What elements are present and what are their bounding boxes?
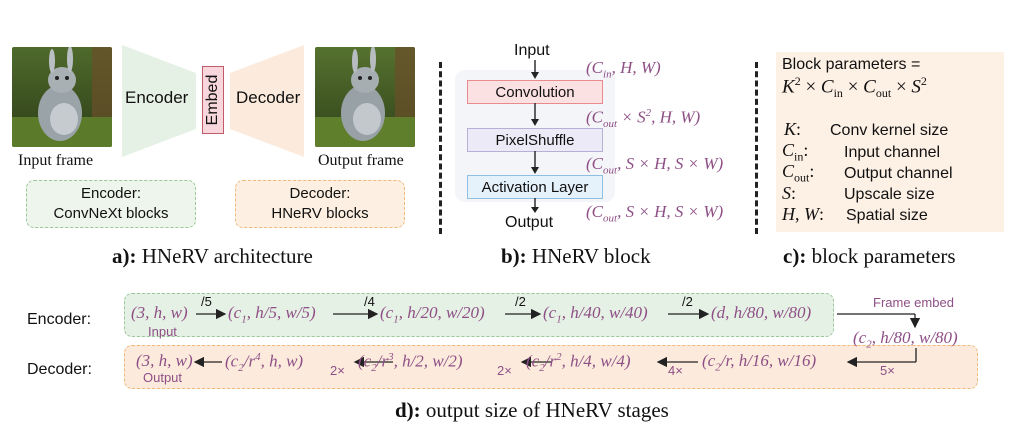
- size-after-activation: (Cout, S × H, S × W): [586, 202, 724, 225]
- stage-arrows: [193, 308, 921, 368]
- input-note: Input: [148, 324, 177, 339]
- divider-ab: [439, 62, 442, 234]
- dec-stage-2: (c2/r2, h/4, w/4): [526, 351, 631, 375]
- param-symbol-cout: Cout:: [782, 161, 815, 185]
- param-symbol-s: S:: [782, 183, 797, 203]
- panel-b-caption-bold: b):: [501, 244, 527, 268]
- encoder-trapezoid: [122, 45, 196, 157]
- panel-c-caption-bold: c):: [783, 244, 807, 268]
- param-symbol-cin: Cin:: [782, 140, 809, 164]
- panel-d-caption: d): output size of HNeRV stages: [395, 398, 669, 423]
- divider-bc: [755, 62, 758, 234]
- embed-block: Embed: [202, 66, 224, 134]
- param-desc-cin: Input channel: [844, 144, 941, 161]
- decoder-trapezoid: [230, 45, 304, 157]
- convolution-label: Convolution: [495, 83, 575, 101]
- encoder-label: Encoder: [125, 88, 189, 107]
- dec-op-1: 5×: [880, 363, 895, 378]
- input-frame-image: [12, 47, 112, 147]
- panel-c-caption-text: block parameters: [806, 244, 956, 268]
- parameters-title: Block parameters =: [782, 56, 921, 73]
- arrow-conv-to-shuffle: [531, 103, 539, 126]
- enc-stage-1: (c1, h/5, w/5): [228, 303, 316, 326]
- arrow-shuffle-to-activation: [531, 151, 539, 174]
- decoder-box-title: Decoder:: [289, 185, 351, 202]
- output-frame-image: [315, 47, 415, 147]
- encoder-box-title: Encoder:: [80, 185, 142, 202]
- param-desc-hw: Spatial size: [846, 207, 928, 224]
- embed-label: Embed: [204, 74, 221, 126]
- encoder-box-subtitle: ConvNeXt blocks: [53, 205, 169, 222]
- arrow-input-to-conv: [531, 60, 539, 79]
- dec-stage-3: (c2/r3, h/2, w/2): [358, 351, 463, 375]
- enc-stage-4: (d, h/80, w/80): [711, 303, 812, 322]
- decoder-row-label: Decoder:: [27, 361, 92, 378]
- dec-stage-1: (c2/r, h/16, w/16): [702, 351, 817, 374]
- block-input-label: Input: [514, 42, 550, 59]
- enc-stage-3: (c1, h/40, w/40): [543, 303, 648, 326]
- panel-d-caption-bold: d):: [395, 398, 421, 422]
- output-note: Output: [143, 370, 183, 385]
- input-frame-label: Input frame: [18, 152, 94, 169]
- dec-stage-4: (c2/r4, h, w): [225, 351, 304, 375]
- parameters-formula: K2 × Cin × Cout × S2: [782, 74, 927, 101]
- enc-stage-0: (3, h, w): [131, 303, 188, 322]
- embed-size: (c2, h/80, w/80): [853, 328, 958, 351]
- param-symbol-k: K:: [784, 119, 802, 139]
- dec-stage-5: (3, h, w): [136, 351, 193, 370]
- panel-a-caption-bold: a):: [112, 244, 137, 268]
- param-symbol-hw: H, W:: [782, 204, 825, 224]
- enc-op-3: /2: [515, 294, 526, 309]
- dec-op-2: 4×: [668, 363, 683, 378]
- size-after-convolution: (Cout × S2, H, W): [586, 107, 701, 131]
- dec-op-4: 2×: [330, 363, 345, 378]
- pixelshuffle-block: PixelShuffle: [467, 128, 603, 152]
- encoder-stages-box: [124, 293, 834, 337]
- activation-layer-block: Activation Layer: [467, 175, 603, 199]
- enc-op-2: /4: [364, 294, 375, 309]
- size-after-input: (Cin, H, W): [586, 58, 661, 81]
- panel-b-caption: b): HNeRV block: [501, 244, 651, 269]
- size-after-pixelshuffle: (Cout, S × H, S × W): [586, 154, 724, 177]
- param-desc-k: Conv kernel size: [830, 122, 949, 139]
- enc-op-1: /5: [201, 294, 212, 309]
- panel-d-caption-text: output size of HNeRV stages: [420, 398, 669, 422]
- enc-op-4: /2: [682, 294, 693, 309]
- frame-embed-label: Frame embed: [873, 295, 954, 310]
- pixelshuffle-label: PixelShuffle: [495, 131, 575, 149]
- convolution-block: Convolution: [467, 80, 603, 104]
- decoder-box-subtitle: HNeRV blocks: [271, 205, 369, 222]
- output-frame-label: Output frame: [318, 152, 404, 169]
- parameters-background: [776, 52, 1004, 232]
- param-desc-cout: Output channel: [844, 165, 953, 182]
- param-desc-s: Upscale size: [844, 186, 935, 203]
- panel-a-caption: a): HNeRV architecture: [112, 244, 313, 269]
- panel-a-caption-text: HNeRV architecture: [136, 244, 313, 268]
- arrow-activation-to-output: [531, 198, 539, 213]
- enc-stage-2: (c1, h/20, w/20): [380, 303, 485, 326]
- panel-c-caption: c): block parameters: [783, 244, 956, 269]
- panel-b-caption-text: HNeRV block: [526, 244, 651, 268]
- encoder-row-label: Encoder:: [27, 311, 92, 328]
- block-output-label: Output: [505, 214, 554, 231]
- decoder-stages-box: [124, 345, 978, 389]
- encoder-description-box: Encoder: ConvNeXt blocks: [26, 180, 196, 228]
- dec-op-3: 2×: [497, 363, 512, 378]
- decoder-label: Decoder: [236, 88, 301, 107]
- activation-layer-label: Activation Layer: [481, 178, 589, 196]
- decoder-description-box: Decoder: HNeRV blocks: [235, 180, 405, 228]
